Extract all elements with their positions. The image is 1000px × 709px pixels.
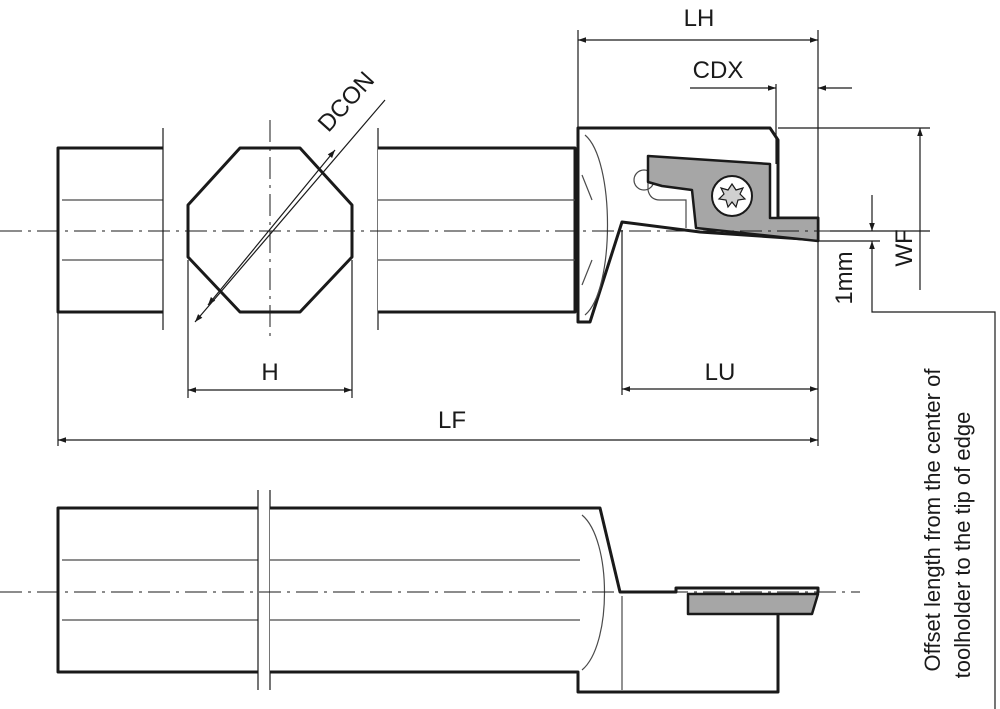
- label-h: H: [261, 359, 278, 386]
- dimensions: [57, 30, 996, 709]
- label-lf: LF: [438, 407, 466, 434]
- center-lines: [0, 120, 880, 593]
- note-line-1: Offset length from the center of: [920, 368, 945, 672]
- shank-body: [378, 146, 577, 314]
- shank-end-section: [56, 146, 163, 314]
- side-insert: [686, 592, 820, 616]
- label-cdx: CDX: [693, 57, 744, 84]
- label-1mm: 1mm: [831, 251, 858, 304]
- side-view: [56, 490, 820, 694]
- side-shank-body: [56, 506, 258, 674]
- label-dcon: DCON: [313, 67, 380, 138]
- label-lu: LU: [705, 359, 736, 386]
- offset-note: Offset length from the center of toolhol…: [920, 368, 975, 679]
- torx-socket-icon: [717, 182, 747, 209]
- label-lh: LH: [684, 5, 715, 32]
- insert-pocket: [647, 155, 687, 228]
- label-wf: WF: [891, 229, 918, 266]
- note-line-2: toolholder to the tip of edge: [950, 412, 975, 679]
- top-view: [56, 126, 820, 330]
